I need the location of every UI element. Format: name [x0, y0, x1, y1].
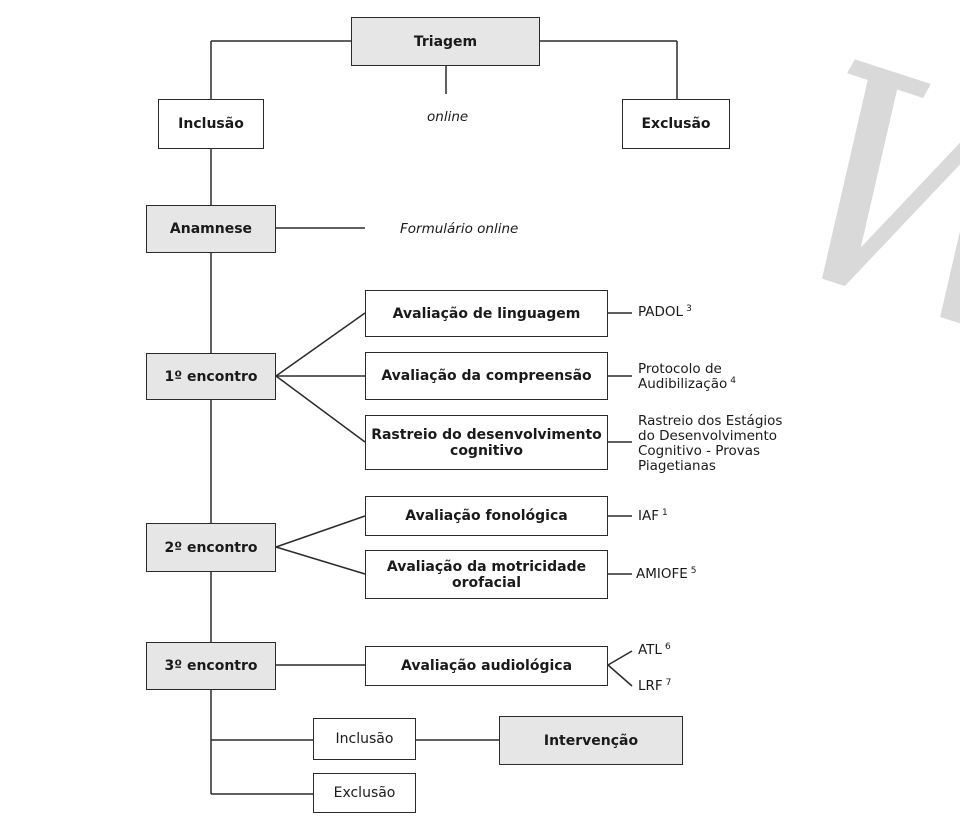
box-intervencao: Intervenção — [499, 716, 683, 765]
connector — [607, 664, 633, 687]
box-avaliacao-audiologica: Avaliação audiológica — [365, 646, 608, 686]
box-avaliacao-linguagem: Avaliação de linguagem — [365, 290, 608, 337]
connector — [275, 546, 366, 575]
box-inclusao-top: Inclusão — [158, 99, 264, 149]
box-inclusao-bottom: Inclusão — [313, 718, 416, 760]
box-avaliacao-motricidade: Avaliação da motricidade orofacial — [365, 550, 608, 599]
connector — [275, 515, 366, 548]
label-rastreio-estagios: Rastreio dos Estágios do Desenvolvimento… — [638, 413, 783, 474]
connector — [275, 375, 366, 443]
box-encontro-3: 3º encontro — [146, 642, 276, 690]
connector — [275, 312, 366, 377]
box-encontro-2: 2º encontro — [146, 523, 276, 572]
box-anamnese: Anamnese — [146, 205, 276, 253]
box-encontro-1: 1º encontro — [146, 353, 276, 400]
connector — [607, 650, 633, 666]
label-online: online — [427, 109, 469, 125]
box-avaliacao-fonologica: Avaliação fonológica — [365, 496, 608, 536]
box-triagem: Triagem — [351, 17, 540, 66]
box-avaliacao-compreensao: Avaliação da compreensão — [365, 352, 608, 400]
box-rastreio-desenvolvimento: Rastreio do desenvolvimento cognitivo — [365, 415, 608, 470]
box-exclusao-top: Exclusão — [622, 99, 730, 149]
label-formulario-online: Formulário online — [400, 221, 519, 237]
box-exclusao-bottom: Exclusão — [313, 773, 416, 813]
